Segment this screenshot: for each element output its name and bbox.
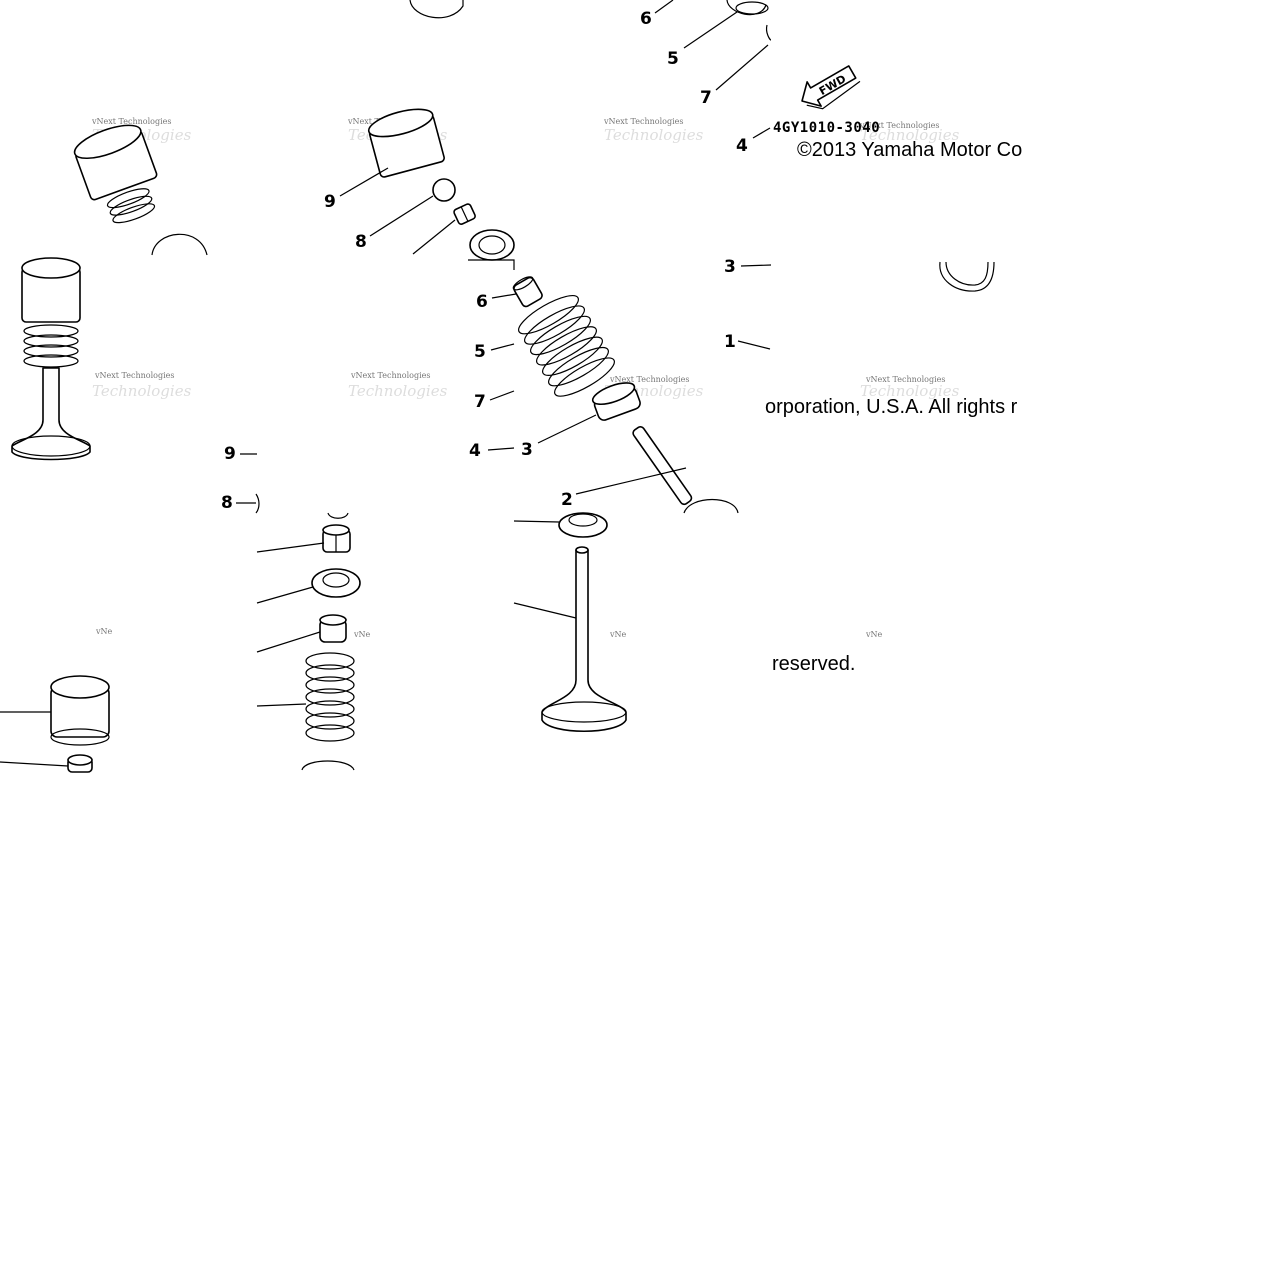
- callout-label: 7: [474, 392, 486, 412]
- callout-label: 5: [474, 342, 486, 362]
- callout-label: 1: [724, 332, 736, 352]
- copyright-line-1: ©2013 Yamaha Motor Co: [797, 139, 1022, 161]
- callout-label: 3: [521, 440, 533, 460]
- callout-label: 9: [324, 192, 336, 212]
- callout-label: 6: [640, 9, 652, 29]
- valve-assembly-center: [468, 259, 739, 514]
- fwd-arrow-icon: FWD: [801, 65, 861, 110]
- callout-numbers: 6 5 7 4 9 8 3 1 6 5 7 4 3 2 9 8: [221, 9, 748, 513]
- watermark-text: Technologies: [860, 126, 960, 144]
- watermark-text: Technologies: [860, 382, 960, 400]
- callout-label: 2: [561, 490, 573, 510]
- watermark-text: vNe: [353, 630, 371, 639]
- watermark-text: vNext Technologies: [94, 371, 174, 380]
- valve-assembly-mid-left: [11, 257, 91, 461]
- watermark-text: Technologies: [604, 126, 704, 144]
- tappet-assembly-top-middle: [339, 0, 515, 261]
- tappet-assembly-bottom-left: [0, 675, 110, 773]
- callout-label: 7: [700, 88, 712, 108]
- callout-label: 8: [355, 232, 367, 252]
- callout-label: 6: [476, 292, 488, 312]
- watermark-text: vNe: [95, 627, 113, 636]
- watermark-text: Technologies: [348, 382, 448, 400]
- watermark-text: vNext Technologies: [859, 121, 939, 130]
- copyright-line-2: orporation, U.S.A. All rights r: [765, 396, 1018, 418]
- spring-assembly-bottom-middle: [256, 512, 361, 771]
- callout-label: 5: [667, 49, 679, 69]
- part-code: 4GY1010-3040: [773, 120, 880, 136]
- watermark-text: vNext Technologies: [609, 375, 689, 384]
- watermark-text: Technologies: [92, 382, 192, 400]
- callout-label: 3: [724, 257, 736, 277]
- watermarks: Technologies vNext Technologies Technolo…: [91, 117, 960, 639]
- watermark-text: vNext Technologies: [350, 371, 430, 380]
- watermark-text: vNe: [865, 630, 883, 639]
- watermark-text: vNext Technologies: [603, 117, 683, 126]
- watermark-text: vNe: [609, 630, 627, 639]
- callout-label: 4: [469, 441, 481, 461]
- watermark-text: vNext Technologies: [865, 375, 945, 384]
- valve-assembly-top-right: [654, 0, 995, 350]
- watermark-text: vNext Technologies: [91, 117, 171, 126]
- callout-label: 4: [736, 136, 748, 156]
- copyright-line-3: reserved.: [772, 653, 855, 675]
- valve-bottom-center: [513, 512, 627, 732]
- tappet-assembly-top-left: [73, 124, 208, 256]
- callout-label: 9: [224, 444, 236, 464]
- callout-label: 8: [221, 493, 233, 513]
